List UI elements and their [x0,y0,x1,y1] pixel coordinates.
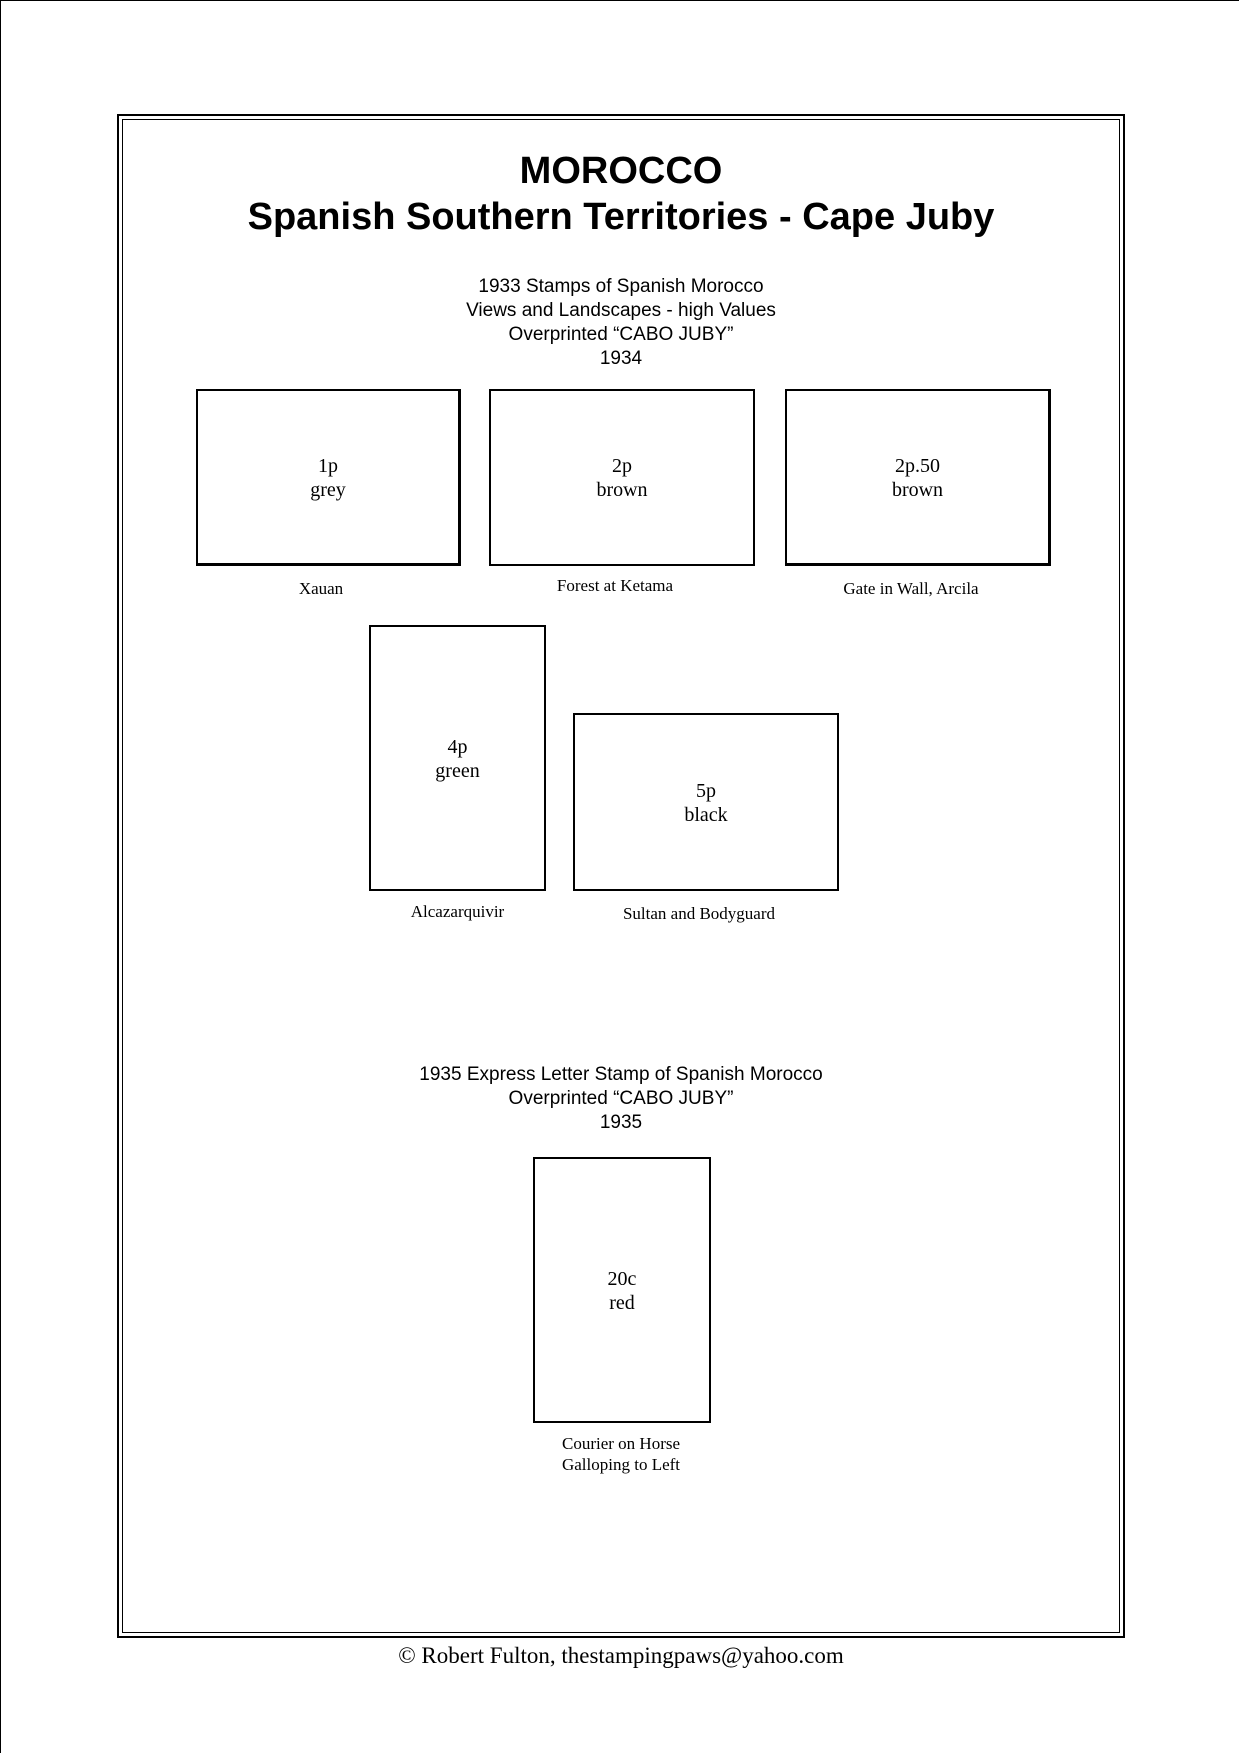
stamp-color: red [609,1292,635,1314]
stamp-caption: Forest at Ketama [556,576,674,595]
stamp-color: brown [596,479,648,501]
stamp-value: 2p [612,455,632,477]
section-1-heading: 1933 Stamps of Spanish Morocco Views and… [122,275,1120,371]
stamp-color: black [684,804,728,826]
stamp-caption: Gate in Wall, Arcila [843,579,979,598]
stamp-caption: Xauan [298,579,344,598]
stamp-value: 4p [447,736,468,758]
section-1-heading-line: Views and Landscapes - high Values [466,300,776,321]
section-1-heading-line: 1933 Stamps of Spanish Morocco [478,276,764,297]
stamp-color: grey [310,479,346,501]
stamp-space-2p: 2p brown [489,389,755,566]
page-border-outer [117,114,1125,1638]
stamp-value: 20c [607,1268,637,1290]
stamp-color: brown [891,479,944,501]
stamp-color: green [435,760,480,782]
section-1-heading-line: 1934 [599,348,643,369]
page-border-inner [122,119,1120,1633]
stamp-value: 5p [696,780,716,802]
stamp-space-20c: 20c red [533,1157,711,1423]
stamp-value: 1p [318,455,338,477]
stamp-space-1p: 1p grey [196,389,461,566]
stamp-caption: Alcazarquivir [410,902,505,921]
section-1-heading-line: Overprinted “CABO JUBY” [508,324,734,345]
copyright-footer: © Robert Fulton, thestampingpaws@yahoo.c… [398,1643,844,1668]
stamp-space-2p50: 2p.50 brown [785,389,1051,566]
section-2-heading-line: Overprinted “CABO JUBY” [508,1088,734,1109]
stamp-space-5p: 5p black [573,713,839,891]
page-title: MOROCCO [519,150,723,192]
section-2-heading-line: 1935 Express Letter Stamp of Spanish Mor… [419,1064,823,1085]
stamp-caption-line: Galloping to Left [561,1455,681,1474]
section-2-heading-line: 1935 [599,1112,643,1133]
page-subtitle: Spanish Southern Territories - Cape Juby [247,196,995,238]
stamp-value: 2p.50 [895,455,940,477]
stamp-caption: Sultan and Bodyguard [622,904,776,923]
stamp-caption-line: Courier on Horse [561,1434,681,1453]
section-2-heading: 1935 Express Letter Stamp of Spanish Mor… [122,1063,1120,1135]
stamp-caption: Courier on Horse Galloping to Left [533,1433,709,1475]
stamp-space-4p: 4p green [369,625,546,891]
